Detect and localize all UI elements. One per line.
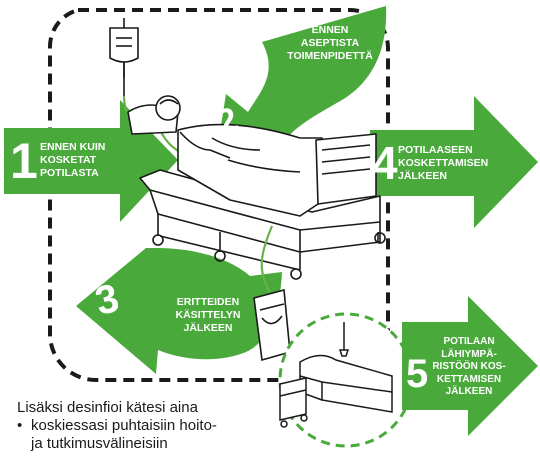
arrow-4-shape (370, 96, 538, 228)
moment-3-label: ERITTEIDEN KÄSITTELYN JÄLKEEN (175, 296, 241, 334)
moment-5-label: POTILAAN LÄHIYMPÄ- RISTÖÖN KOS- KETTAMIS… (432, 336, 506, 397)
note-bullet-line1: koskiessasi puhtaisiin hoito- (31, 417, 217, 434)
moment-1-label: ENNEN KUIN KOSKETAT POTILASTA (40, 141, 106, 179)
moment-4-number: 4 (372, 137, 398, 189)
note-intro: Lisäksi desinfioi kätesi aina (17, 399, 198, 416)
moment-2-label: ENNEN ASEPTISTA TOIMENPIDETTÄ (287, 24, 373, 62)
moment-4-label: POTILAASEEN KOSKETTAMISEN JÄLKEEN (398, 144, 489, 182)
urine-bag-icon (253, 288, 291, 362)
arrow-5-shape (402, 296, 538, 436)
additional-note: Lisäksi desinfioi kätesi aina • koskiess… (17, 399, 317, 453)
bedside-table-icon (279, 377, 308, 428)
note-bullet-line2: ja tutkimusvälineisiin (31, 435, 168, 452)
note-bullet: • koskiessasi puhtaisiin hoito- (17, 417, 317, 435)
patient-bed-icon (127, 95, 386, 293)
moment-1-number: 1 (10, 133, 38, 189)
bullet-icon: • (17, 417, 23, 434)
arrow-3-shape (76, 248, 282, 374)
moment-5-number: 5 (406, 352, 429, 396)
